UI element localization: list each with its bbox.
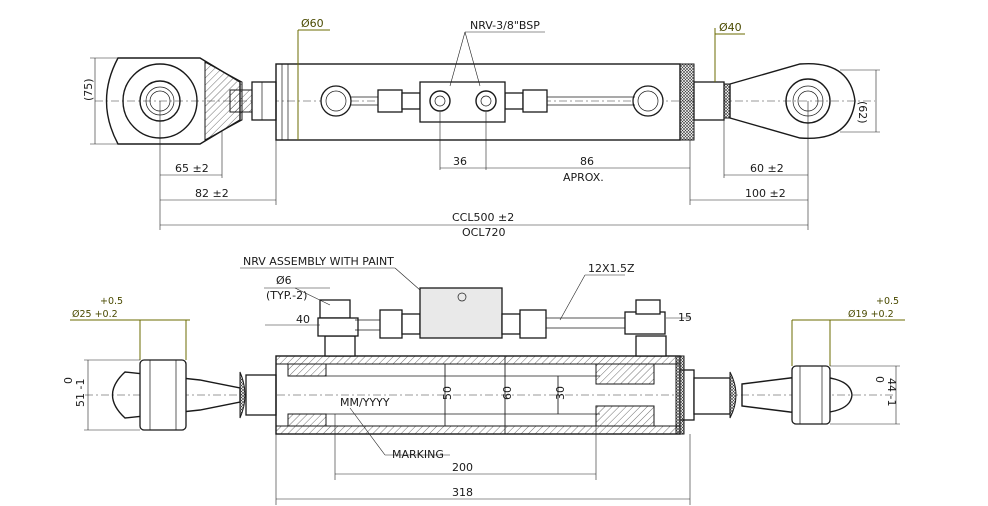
bottom-left-ball-joint bbox=[111, 359, 277, 431]
top-view: Ø60 NRV-3/8"BSP Ø40 (75) (62) 65 ±2 82 ±… bbox=[82, 17, 880, 239]
bottom-marking: MARKING bbox=[392, 448, 444, 461]
bottom-dim-60: 60 bbox=[501, 386, 514, 400]
top-dim-60: 60 ±2 bbox=[750, 162, 784, 175]
bottom-dim-50: 50 bbox=[441, 386, 454, 400]
bottom-view: NRV ASSEMBLY WITH PAINT Ø6 (TYP.-2) 12X1… bbox=[62, 255, 905, 505]
bottom-dim-30: 30 bbox=[554, 386, 567, 400]
top-dimensions bbox=[90, 29, 880, 230]
bottom-typ2: (TYP.-2) bbox=[266, 289, 307, 302]
bottom-dim-318: 318 bbox=[452, 486, 473, 499]
top-dim-100: 100 ±2 bbox=[745, 187, 786, 200]
top-left-eye bbox=[105, 57, 277, 145]
bottom-left-w-zero: 0 bbox=[62, 377, 75, 384]
bottom-left-dia-tol: Ø25 +0.2 bbox=[72, 309, 118, 320]
top-dim-65: 65 ±2 bbox=[175, 162, 209, 175]
bottom-right-w-zero: 0 bbox=[873, 376, 886, 383]
bottom-dim-15: 15 bbox=[678, 311, 692, 324]
bottom-dim-40: 40 bbox=[296, 313, 310, 326]
top-dim-ccl: CCL500 ±2 bbox=[452, 211, 514, 224]
bottom-dimensions bbox=[70, 267, 905, 505]
top-right-eye bbox=[693, 28, 856, 140]
top-dia-rod: Ø60 bbox=[301, 17, 324, 30]
bottom-marking-code: MM/YYYY bbox=[340, 396, 390, 409]
bottom-left-width: 51 -1 bbox=[74, 379, 87, 407]
top-dim-36: 36 bbox=[453, 155, 467, 168]
bottom-left-tol-upper: +0.5 bbox=[100, 296, 123, 307]
top-dia-eye-right: Ø40 bbox=[719, 21, 742, 34]
bottom-right-width: 44 -1 bbox=[885, 378, 898, 406]
top-dim-82: 82 ±2 bbox=[195, 187, 229, 200]
bottom-dia6: Ø6 bbox=[276, 274, 292, 287]
top-dim-ocl: OCL720 bbox=[462, 226, 505, 239]
top-height-right: (62) bbox=[856, 101, 869, 124]
bottom-right-tol-upper: +0.5 bbox=[876, 296, 899, 307]
bottom-pipe-spec: 12X1.5Z bbox=[588, 262, 635, 275]
top-dim-86: 86 bbox=[580, 155, 594, 168]
bottom-dim-200: 200 bbox=[452, 461, 473, 474]
bottom-nrv-assembly bbox=[317, 287, 667, 357]
bottom-right-ball-joint bbox=[693, 365, 853, 425]
bottom-nrv-assembly-label: NRV ASSEMBLY WITH PAINT bbox=[243, 255, 394, 268]
bottom-right-dia-tol: Ø19 +0.2 bbox=[848, 309, 894, 320]
top-height-left: (75) bbox=[82, 78, 95, 101]
top-nrv-label: NRV-3/8"BSP bbox=[470, 19, 540, 32]
top-dim-aprox: APROX. bbox=[563, 171, 604, 184]
top-cylinder-body bbox=[275, 30, 695, 141]
